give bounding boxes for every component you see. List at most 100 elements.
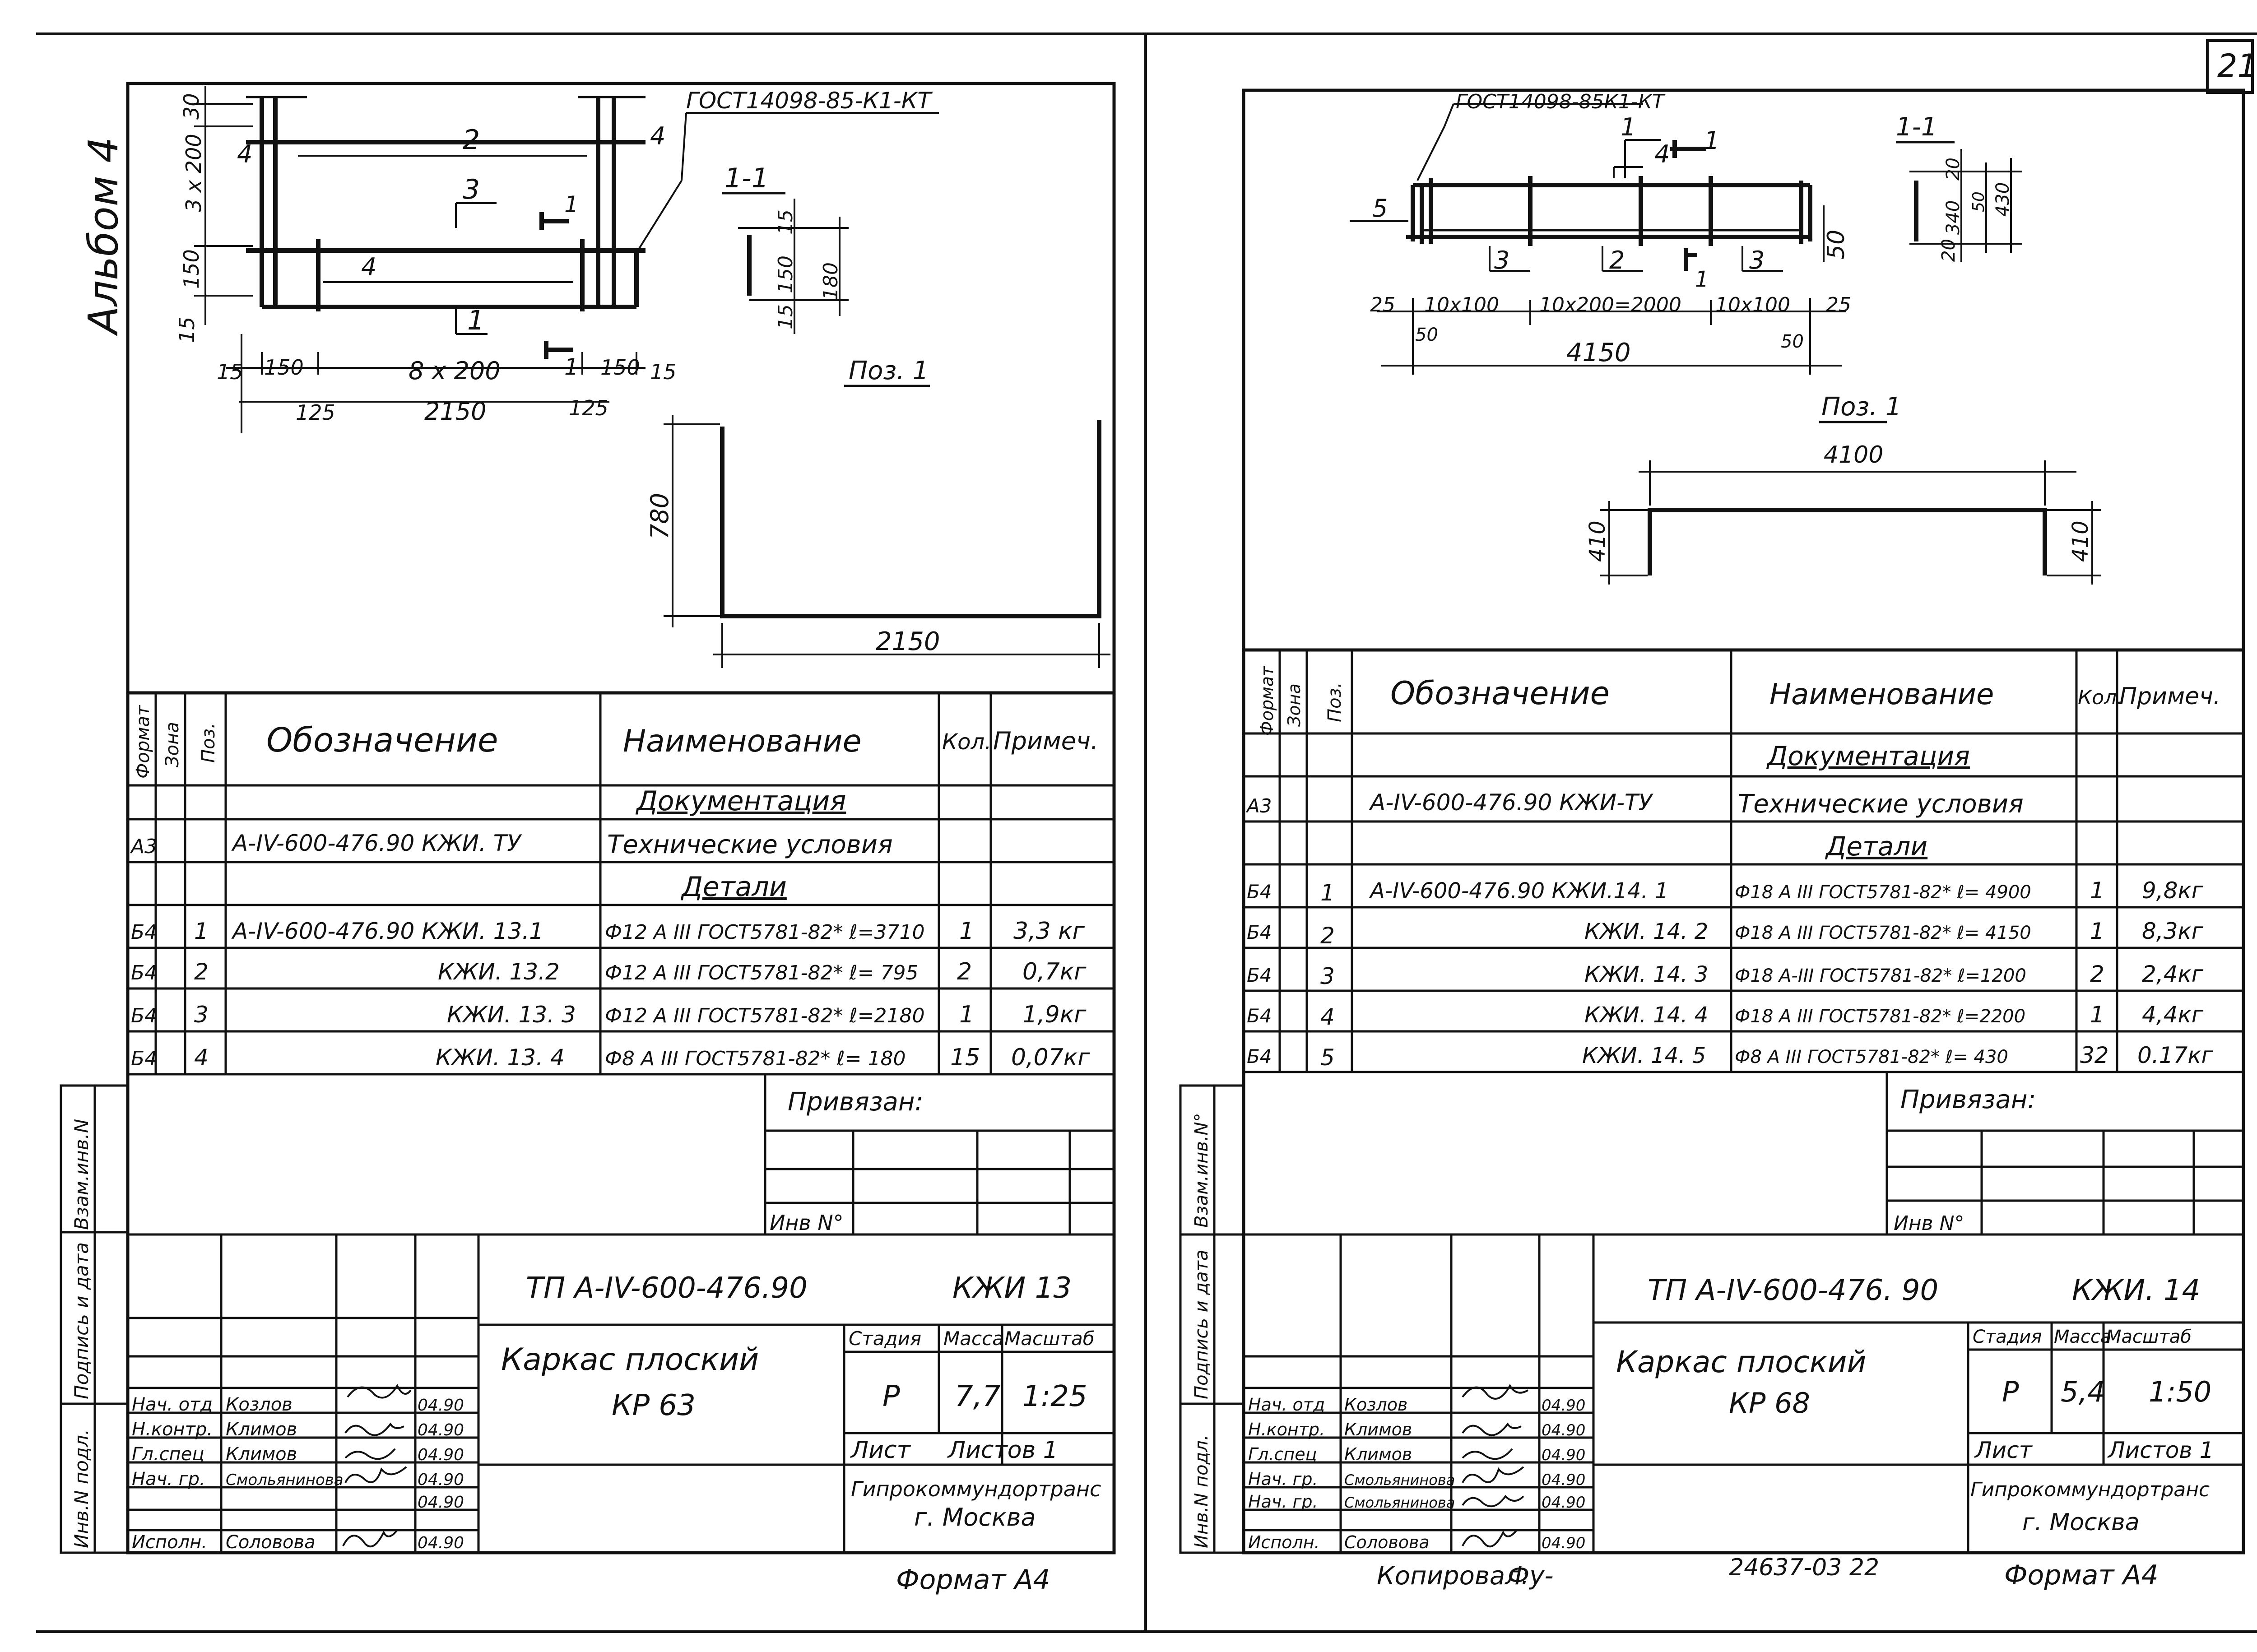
archive-number: 24637-03 22 [1729,1554,1879,1581]
svg-text:Технические условия: Технические условия [1738,789,2024,819]
svg-text:Нач. отд: Нач. отд [132,1394,213,1415]
copy-signature: Фу- [1508,1561,1554,1591]
svg-text:10x100: 10x100 [1424,293,1499,316]
signature-icon [1462,1466,1524,1483]
svg-text:Подпись и дата: Подпись и дата [70,1242,93,1399]
svg-text:04.90: 04.90 [418,1471,464,1489]
svg-text:150: 150 [264,355,304,380]
svg-text:10x200=2000: 10x200=2000 [1539,293,1681,316]
left-poz1-shape [664,415,1110,668]
signature-icon [1462,1384,1529,1400]
svg-text:Кол.: Кол. [2078,686,2123,709]
svg-text:50: 50 [1415,325,1438,345]
svg-text:Ф12 А III ГОСТ5781-82* ℓ=2180: Ф12 А III ГОСТ5781-82* ℓ=2180 [605,1004,924,1027]
svg-text:15: 15 [175,316,199,343]
svg-text:2: 2 [1609,246,1625,274]
svg-text:3: 3 [1494,246,1509,274]
svg-text:Наименование: Наименование [623,724,861,759]
svg-text:Формат: Формат [1257,665,1277,736]
svg-text:КЖИ. 14: КЖИ. 14 [2072,1274,2200,1307]
svg-text:32: 32 [2080,1042,2109,1068]
svg-text:7,7: 7,7 [955,1380,1001,1413]
svg-text:Кол.: Кол. [942,729,991,755]
svg-text:3: 3 [194,1002,209,1028]
svg-text:04.90: 04.90 [418,1534,464,1552]
svg-text:Подпись и дата: Подпись и дата [1191,1250,1212,1399]
svg-text:Детали: Детали [1825,831,1927,862]
svg-text:4: 4 [650,122,665,150]
svg-text:Поз.: Поз. [1324,682,1345,722]
svg-text:780: 780 [646,493,674,539]
svg-text:Формат: Формат [133,705,153,779]
svg-text:Формат А4: Формат А4 [2004,1559,2159,1591]
svg-text:4: 4 [361,253,376,281]
svg-text:3: 3 [1320,963,1335,989]
svg-text:5: 5 [1320,1044,1335,1071]
right-frame-drawing [1406,176,1812,246]
svg-text:0,7кг: 0,7кг [1022,958,1087,985]
svg-text:Зона: Зона [1284,683,1304,727]
svg-text:Р: Р [2002,1375,2019,1408]
svg-text:Н.контр.: Н.контр. [1248,1420,1325,1439]
svg-text:Масштаб: Масштаб [1004,1327,1095,1350]
svg-text:1: 1 [194,918,209,944]
album-label: Альбом 4 [80,137,127,336]
svg-text:0.17кг: 0.17кг [2137,1042,2214,1068]
svg-text:Нач. гр.: Нач. гр. [1248,1492,1318,1512]
svg-text:150: 150 [774,255,797,293]
right-people: Нач. отд Козлов 04.90 Н.контр. Климов 04… [1248,1384,1585,1552]
svg-text:Инв N°: Инв N° [1894,1212,1964,1235]
svg-text:Гипрокоммундортранс: Гипрокоммундортранс [1970,1478,2210,1501]
svg-text:Климов: Климов [1344,1420,1412,1439]
svg-text:1: 1 [959,1001,974,1028]
svg-text:4150: 4150 [1566,338,1631,367]
svg-text:Поз.: Поз. [198,723,219,763]
svg-text:2: 2 [1320,923,1335,949]
svg-text:3: 3 [1749,246,1765,274]
svg-text:2,4кг: 2,4кг [2142,961,2204,987]
svg-text:Формат А4: Формат А4 [896,1564,1050,1596]
svg-text:2: 2 [463,124,480,156]
svg-text:Б4: Б4 [1247,1005,1272,1027]
svg-text:Б4: Б4 [131,921,157,944]
page-number: 21 [2217,47,2257,84]
svg-text:КР 68: КР 68 [1729,1387,1810,1420]
svg-text:Листов 1: Листов 1 [2107,1437,2214,1463]
svg-text:4100: 4100 [1824,441,1883,469]
svg-text:2150: 2150 [424,397,486,426]
left-sheet: ГОСТ14098-85-К1-КТ 30 3 x 200 150 15 2 3… [60,82,1116,1596]
svg-text:Ф12 А III ГОСТ5781-82* ℓ=3710: Ф12 А III ГОСТ5781-82* ℓ=3710 [605,921,924,944]
svg-text:Соловова: Соловова [226,1532,316,1553]
svg-text:2: 2 [194,959,209,985]
svg-text:ТП А-IV-600-476. 90: ТП А-IV-600-476. 90 [1648,1274,1938,1307]
svg-text:20: 20 [1943,158,1964,181]
svg-text:4: 4 [1320,1004,1335,1030]
left-pos-label: Поз. 1 [849,356,929,385]
right-pos-label: Поз. 1 [1821,392,1901,422]
svg-text:180: 180 [819,262,842,300]
svg-text:А-IV-600-476.90 КЖИ-ТУ: А-IV-600-476.90 КЖИ-ТУ [1369,789,1654,816]
svg-text:Обозначение: Обозначение [1390,675,1610,712]
right-side-stamp [1179,1084,1245,1554]
svg-text:Б4: Б4 [1247,881,1272,903]
svg-text:25: 25 [1370,293,1395,316]
svg-text:150: 150 [600,355,640,380]
svg-text:КЖИ 13: КЖИ 13 [952,1271,1072,1305]
right-section-label: 1-1 [1896,112,1937,142]
svg-text:15: 15 [650,360,677,384]
right-poz1-shape [1600,460,2101,585]
svg-text:КЖИ. 14. 4: КЖИ. 14. 4 [1584,1002,1708,1028]
svg-text:2: 2 [2090,961,2104,987]
svg-text:410: 410 [1585,520,1610,562]
svg-text:Ф18 А III ГОСТ5781-82* ℓ= 4900: Ф18 А III ГОСТ5781-82* ℓ= 4900 [1735,882,2031,903]
copy-note: Копировал: [1377,1561,1530,1591]
signature-icon [344,1448,396,1460]
svg-text:КЖИ. 14. 3: КЖИ. 14. 3 [1584,962,1708,987]
svg-text:1: 1 [564,354,579,380]
signature-icon [342,1529,398,1548]
svg-text:30: 30 [179,93,204,120]
svg-text:125: 125 [569,396,608,420]
svg-text:Ф18 А III ГОСТ5781-82* ℓ=2200: Ф18 А III ГОСТ5781-82* ℓ=2200 [1735,1006,2025,1027]
svg-text:Инв.N подл.: Инв.N подл. [1191,1434,1212,1548]
svg-text:Ф18 А-III ГОСТ5781-82* ℓ=1200: Ф18 А-III ГОСТ5781-82* ℓ=1200 [1735,965,2026,986]
